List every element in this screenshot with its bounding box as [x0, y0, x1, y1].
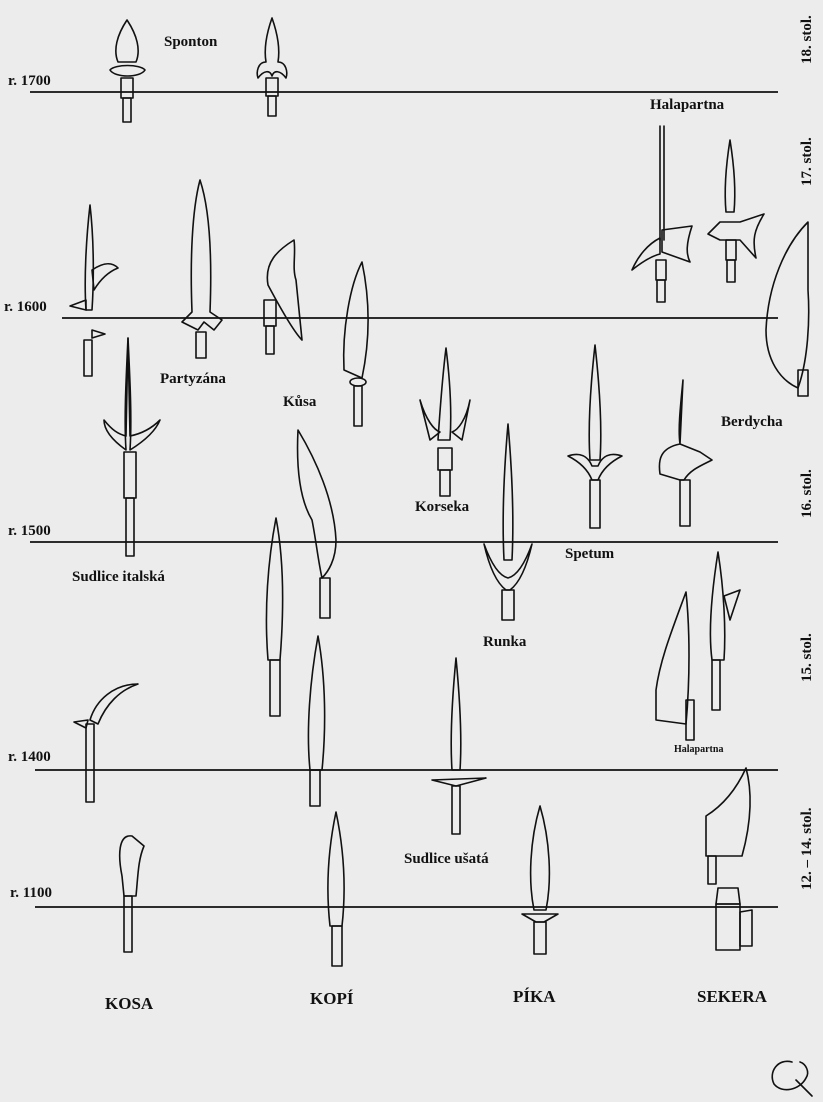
- category-label-sekera: SEKERA: [697, 987, 767, 1006]
- year-label-1100: r. 1100: [10, 885, 52, 901]
- glaive-1600-drawing: [263, 239, 303, 355]
- year-label-1600: r. 1600: [4, 299, 47, 315]
- halapartna-15-drawing: [655, 551, 741, 741]
- sekera-1400-drawing: [705, 767, 751, 885]
- century-label-12-14: 12. – 14. stol.: [799, 807, 815, 891]
- kopi-1400-drawing: [307, 635, 326, 807]
- sponton-drawing-2: [256, 17, 288, 117]
- category-label-pika: PÍKA: [513, 987, 556, 1006]
- sudlice-italska-drawing: [103, 337, 161, 557]
- category-label-kopi: KOPÍ: [310, 989, 354, 1008]
- sponton-drawing-1: [109, 19, 146, 123]
- berdycha-drawing: [765, 221, 810, 397]
- year-label-1700: r. 1700: [8, 73, 51, 89]
- century-label-17: 17. stol.: [799, 137, 815, 186]
- label-partyzana: Partyzána: [160, 371, 226, 387]
- halapartna-17-drawing-a: [631, 125, 693, 303]
- century-label-15: 15. stol.: [799, 633, 815, 682]
- century-label-16: 16. stol.: [799, 469, 815, 518]
- label-runka: Runka: [483, 634, 527, 650]
- halapartna-17-drawing-b: [707, 139, 765, 283]
- partyzana-drawing: [181, 179, 223, 359]
- runka-drawing: [483, 423, 533, 621]
- pika-1100-drawing: [521, 805, 559, 955]
- year-label-1400: r. 1400: [8, 749, 51, 765]
- halberd-1600-drawing: [69, 204, 119, 377]
- kopi-1100-drawing: [327, 811, 345, 967]
- label-berdycha: Berdycha: [721, 414, 783, 430]
- label-kusa: Kůsa: [283, 394, 317, 410]
- label-spetum: Spetum: [565, 546, 615, 562]
- label-sudlice-italska: Sudlice italská: [72, 569, 165, 585]
- category-label-kosa: KOSA: [105, 994, 154, 1013]
- label-halapartna-17: Halapartna: [650, 97, 725, 113]
- kusa-drawing: [342, 261, 369, 427]
- halberd-16-drawing: [658, 379, 713, 527]
- label-korseka: Korseka: [415, 499, 470, 515]
- label-sudlice-usata: Sudlice ušatá: [404, 851, 489, 867]
- glaive-16-drawing: [296, 429, 337, 619]
- korseka-drawing: [419, 347, 471, 497]
- label-sponton: Sponton: [164, 34, 218, 50]
- sekera-1100-drawing: [715, 887, 753, 951]
- kosa-1400-drawing: [73, 683, 139, 803]
- spetum-drawing: [567, 344, 623, 529]
- century-label-18: 18. stol.: [799, 15, 815, 64]
- sudlice-usata-drawing: [431, 657, 487, 835]
- signature-drawing: [771, 1060, 813, 1097]
- year-label-1500: r. 1500: [8, 523, 51, 539]
- label-halapartna-15: Halapartna: [674, 744, 724, 755]
- kosa-1100-drawing: [118, 835, 145, 953]
- lance-15-drawing: [265, 517, 284, 717]
